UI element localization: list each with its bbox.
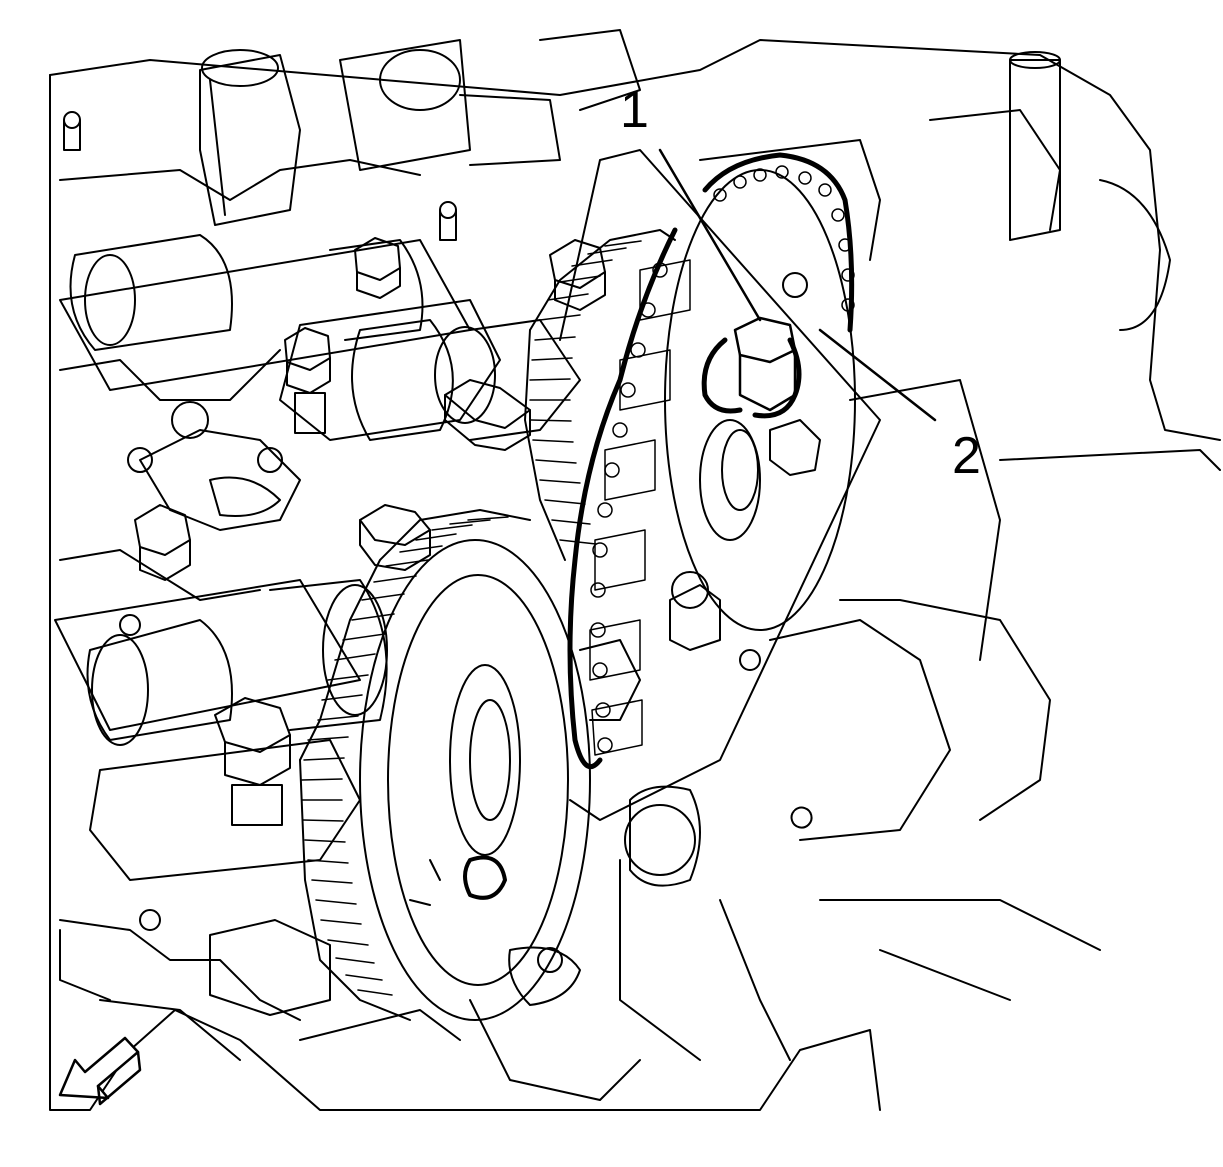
- lower-camshaft: [54, 504, 431, 881]
- timing-chain: [567, 152, 855, 770]
- callout-label-2: 2: [952, 427, 981, 485]
- lower-hardware: [209, 639, 641, 1101]
- callout-2-leader: [818, 328, 937, 422]
- cylinder-head: [49, 39, 1221, 1111]
- cam-cap-bolts-upper: [63, 111, 606, 451]
- camshaft-gear: [524, 229, 676, 561]
- view-direction-arrow: [58, 1036, 142, 1106]
- bolt-icon: [444, 379, 531, 451]
- callout-leaders: [658, 148, 937, 422]
- callout-1-leader: [658, 148, 762, 322]
- bolt-icon: [284, 327, 331, 434]
- callout-label-1: 1: [620, 81, 649, 139]
- bolt-icon: [354, 237, 401, 299]
- intermediate-gear: [299, 509, 591, 1021]
- upper-camshaft: [59, 29, 641, 441]
- bolt-icon: [549, 239, 606, 311]
- chain-sprocket: [664, 169, 856, 651]
- bolt-icon: [214, 697, 291, 826]
- timing-cover: [559, 51, 1171, 1061]
- bolt-icon: [701, 316, 802, 419]
